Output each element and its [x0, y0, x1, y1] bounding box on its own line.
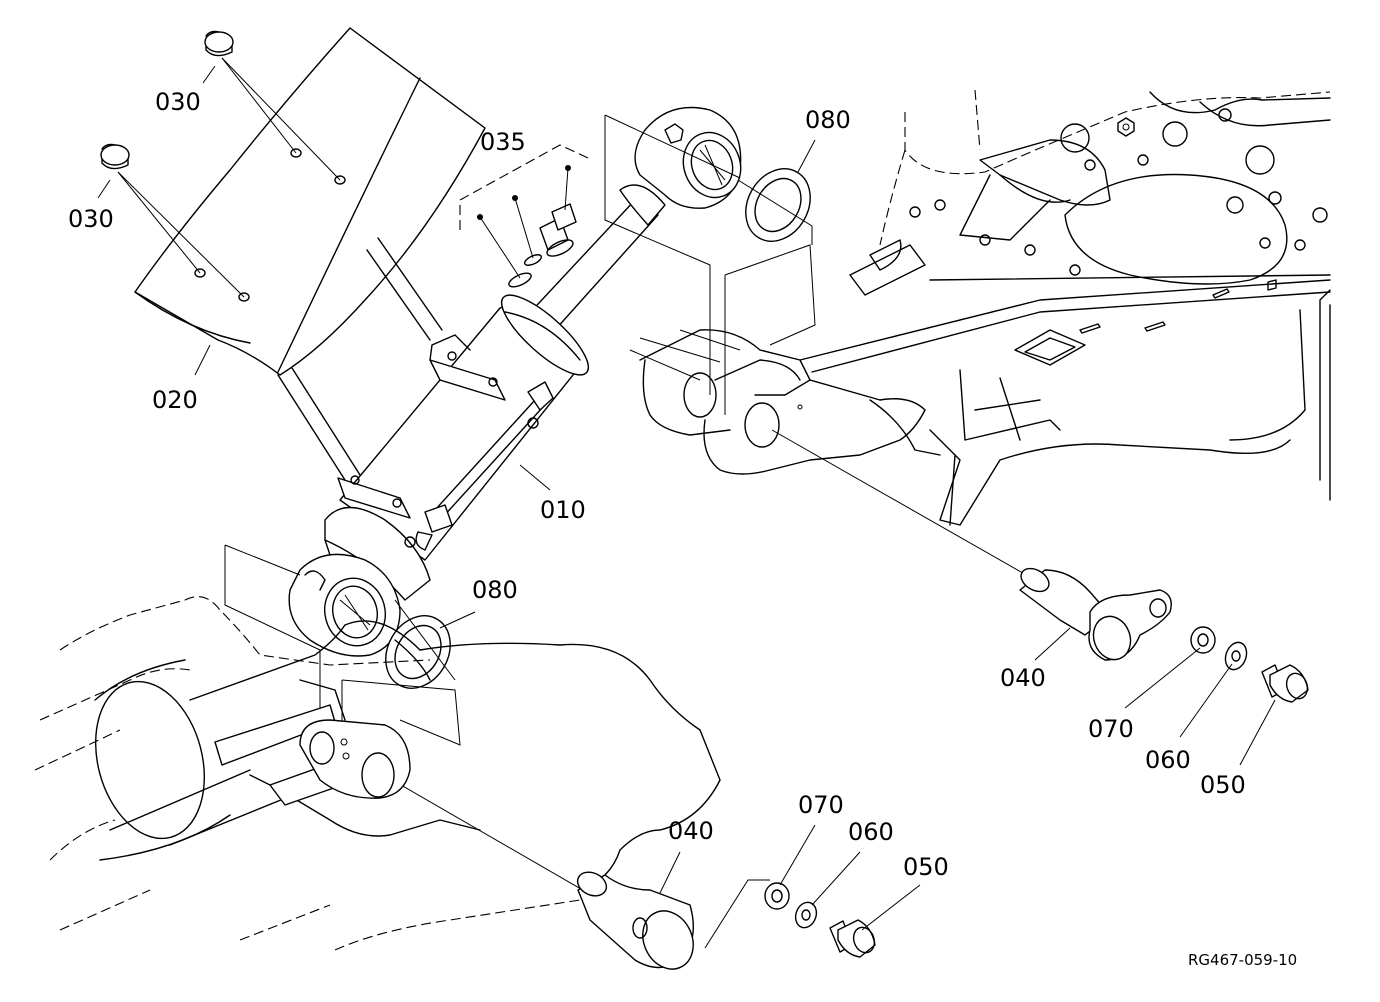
leader-lines-080: [439, 139, 816, 629]
leader-lines-small-parts: [194, 344, 1276, 931]
guard-plate: [134, 27, 486, 481]
part-labels: 030 030 035 080 020 010 080 040 070 060 …: [68, 88, 1246, 881]
label-020: 020: [152, 386, 198, 414]
bolt-050-right: [1261, 664, 1309, 703]
pin-040-bottom: [576, 871, 694, 970]
leader-lines-030: [97, 57, 341, 298]
hydraulic-cylinder: [288, 106, 742, 657]
label-080-bottom: 080: [472, 576, 518, 604]
label-050-bottom: 050: [903, 853, 949, 881]
blade-assembly: [34, 596, 721, 951]
label-030-bottom: 030: [68, 205, 114, 233]
pin-040-right: [1019, 567, 1172, 661]
label-035: 035: [480, 128, 526, 156]
washer-060-right: [1224, 641, 1248, 671]
bushing-070-bottom: [764, 882, 790, 910]
label-040-right: 040: [1000, 664, 1046, 692]
fitting-kit-035: [459, 144, 589, 288]
label-050-right: 050: [1200, 771, 1246, 799]
cap-030-bottom: [100, 143, 130, 170]
alignment-lines: [224, 114, 1036, 949]
label-040-bottom: 040: [668, 817, 714, 845]
drawing-reference: RG467-059-10: [1188, 951, 1297, 969]
label-030-top: 030: [155, 88, 201, 116]
label-060-bottom: 060: [848, 818, 894, 846]
label-080-top: 080: [805, 106, 851, 134]
label-070-right: 070: [1088, 715, 1134, 743]
washer-060-bottom: [794, 901, 818, 929]
label-070-bottom: 070: [798, 791, 844, 819]
label-060-right: 060: [1145, 746, 1191, 774]
machine-frame: [629, 89, 1331, 526]
bushing-070-right: [1190, 626, 1216, 654]
cap-030-top: [204, 30, 234, 57]
label-010: 010: [540, 496, 586, 524]
bolt-050-bottom: [829, 919, 876, 958]
